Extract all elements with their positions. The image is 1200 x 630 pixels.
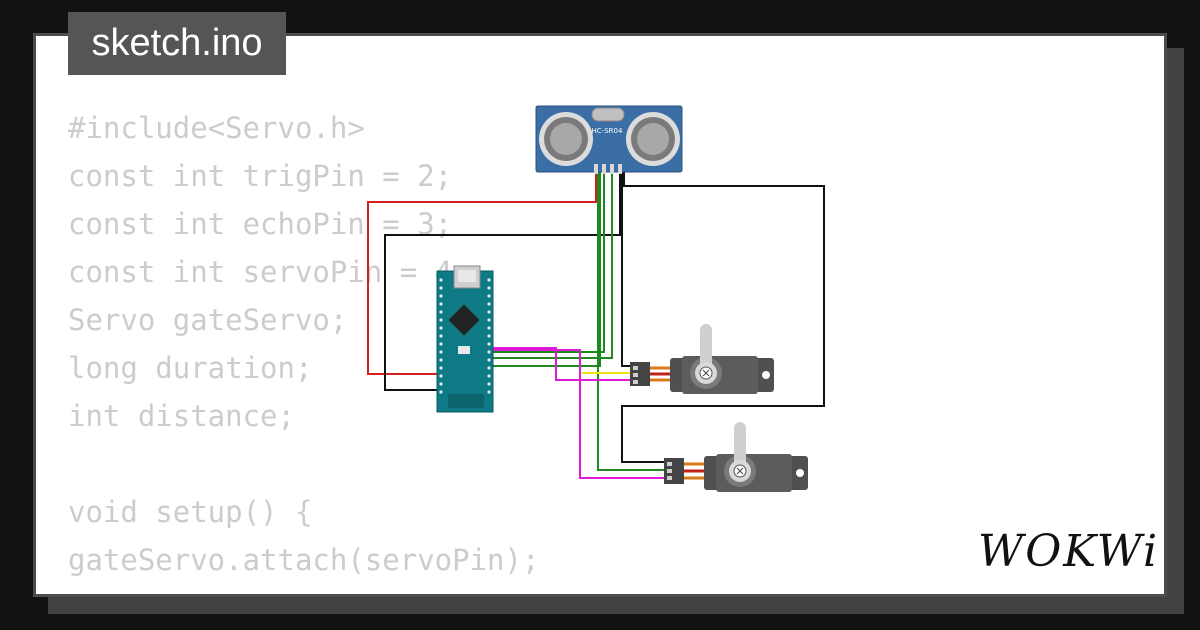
wire-red-vcc xyxy=(367,172,597,375)
wire-black-gnd-servo-2 xyxy=(621,172,630,367)
wire-magenta-signal-1 xyxy=(492,347,630,381)
sensor-label: HC-SR04 xyxy=(592,127,623,135)
wokwi-logo: WOKWi xyxy=(978,526,1160,577)
code-line: const int trigPin = 2; xyxy=(68,159,453,193)
code-line: #include<Servo.h> xyxy=(68,111,365,145)
arduino-nano xyxy=(436,265,494,413)
code-line: void setup() { xyxy=(68,495,313,529)
code-line: long duration; xyxy=(68,351,313,385)
ultrasonic-sensor: HC-SR04 xyxy=(535,105,683,174)
wire-magenta-signal-2 xyxy=(492,349,664,479)
wire-green-power-1 xyxy=(492,172,601,367)
wire-green-trig xyxy=(492,172,605,353)
file-name-tab: sketch.ino xyxy=(68,12,286,75)
code-line: const int servoPin = 4; xyxy=(68,255,470,289)
wire-black-gnd-nano xyxy=(384,172,621,391)
wire-black-gnd-servo-1 xyxy=(621,172,825,463)
wire-green-echo xyxy=(492,172,613,359)
code-line: gateServo.attach(servoPin); xyxy=(68,543,540,577)
servo-motor-1 xyxy=(630,324,774,394)
wire-green-power-2 xyxy=(597,172,664,471)
code-line: const int echoPin = 3; xyxy=(68,207,453,241)
code-line: Servo gateServo; xyxy=(68,303,348,337)
code-line: pinMode(trigPin, OUTPUT); xyxy=(68,584,539,594)
code-line: int distance; xyxy=(68,399,295,433)
servo-motor-2 xyxy=(664,422,808,492)
wires xyxy=(367,172,825,479)
code-preview: #include<Servo.h> const int trigPin = 2; c… xyxy=(68,104,540,594)
